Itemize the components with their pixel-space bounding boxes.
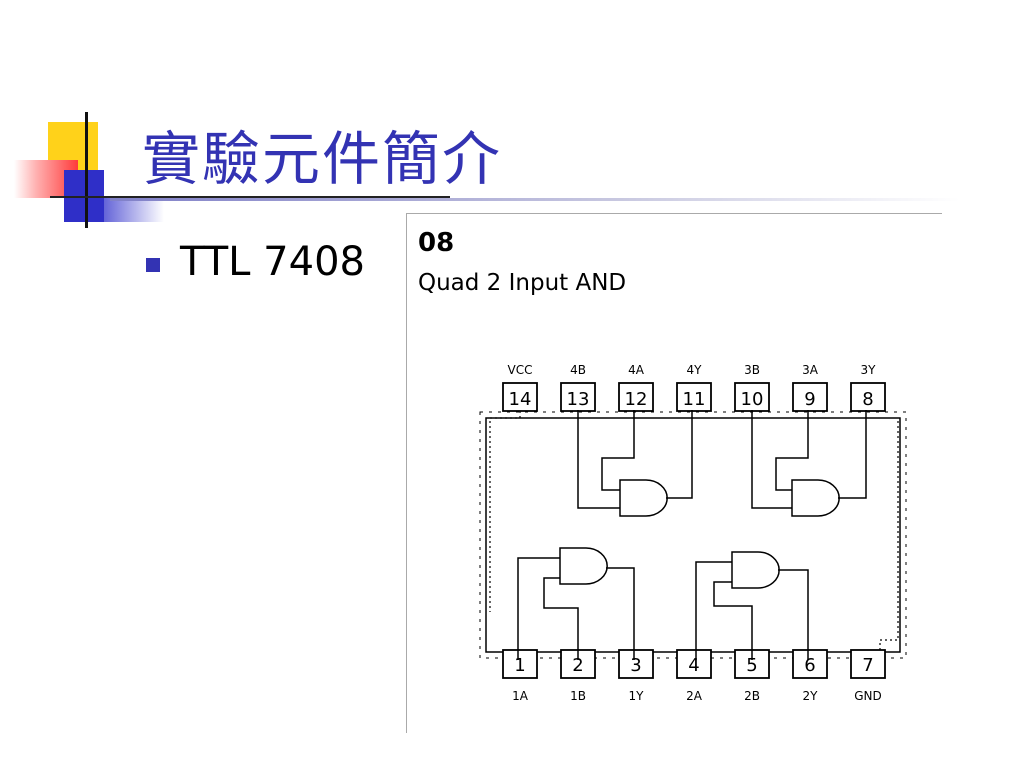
gate-3 [751, 410, 867, 517]
pin-label-top: 4B [570, 363, 586, 377]
decor-vertical-line [85, 112, 88, 228]
pin-number-top: 13 [567, 389, 590, 410]
vcc-rail [489, 411, 521, 612]
pin-box-top [850, 382, 886, 412]
pin-box-top [502, 382, 538, 412]
pin-box-top [560, 382, 596, 412]
pin-number-bottom: 5 [746, 655, 757, 676]
pin-number-top: 10 [741, 389, 764, 410]
pin-box-bottom [850, 649, 886, 679]
pin-number-bottom: 1 [514, 655, 525, 676]
pin-box-top [734, 382, 770, 412]
pin-label-top: 3A [802, 363, 819, 377]
bullet-square-icon [146, 258, 160, 272]
pin-label-bottom: 1Y [629, 689, 645, 703]
figure-border-left [406, 213, 407, 733]
pin-number-bottom: 2 [572, 655, 583, 676]
pin-number-bottom: 4 [688, 655, 699, 676]
pin-box-bottom [502, 649, 538, 679]
chip-body [485, 417, 901, 653]
chip-description: Quad 2 Input AND [418, 270, 627, 296]
title-underline [110, 198, 960, 201]
pin-label-top: VCC [508, 363, 533, 377]
pin-number-top: 11 [683, 389, 706, 410]
pin-number-top: 12 [625, 389, 648, 410]
pin-label-bottom: 1A [512, 689, 529, 703]
pin-box-top [618, 382, 654, 412]
pin-box-bottom [618, 649, 654, 679]
pin-number-bottom: 3 [630, 655, 641, 676]
pin-box-bottom [792, 649, 828, 679]
gate-2 [695, 551, 809, 660]
slide-title: 實驗元件簡介 [142, 125, 503, 193]
pin-number-top: 9 [804, 389, 815, 410]
pin-label-bottom: GND [854, 689, 882, 703]
pin-label-bottom: 1B [570, 689, 586, 703]
pin-box-bottom [676, 649, 712, 679]
bullet-text: TTL 7408 [180, 239, 365, 285]
pin-label-top: 3Y [861, 363, 877, 377]
chip-number: 08 [418, 228, 455, 258]
pin-number-top: 14 [509, 389, 532, 410]
figure-border-top [406, 213, 942, 214]
decor-horizontal-line [50, 196, 450, 198]
chip-outline-dashed [479, 411, 907, 659]
pin-label-top: 4A [628, 363, 645, 377]
gnd-rail [879, 420, 899, 650]
pin-number-bottom: 6 [804, 655, 815, 676]
gate-4 [577, 410, 693, 517]
pin-label-top: 3B [744, 363, 760, 377]
pin-number-top: 8 [862, 389, 873, 410]
pin-number-bottom: 7 [862, 655, 873, 676]
pin-box-top [676, 382, 712, 412]
pin-label-bottom: 2Y [803, 689, 819, 703]
pin-label-bottom: 2B [744, 689, 760, 703]
pin-label-top: 4Y [687, 363, 703, 377]
gate-1 [517, 547, 635, 660]
pin-label-bottom: 2A [686, 689, 703, 703]
pin-box-top [792, 382, 828, 412]
